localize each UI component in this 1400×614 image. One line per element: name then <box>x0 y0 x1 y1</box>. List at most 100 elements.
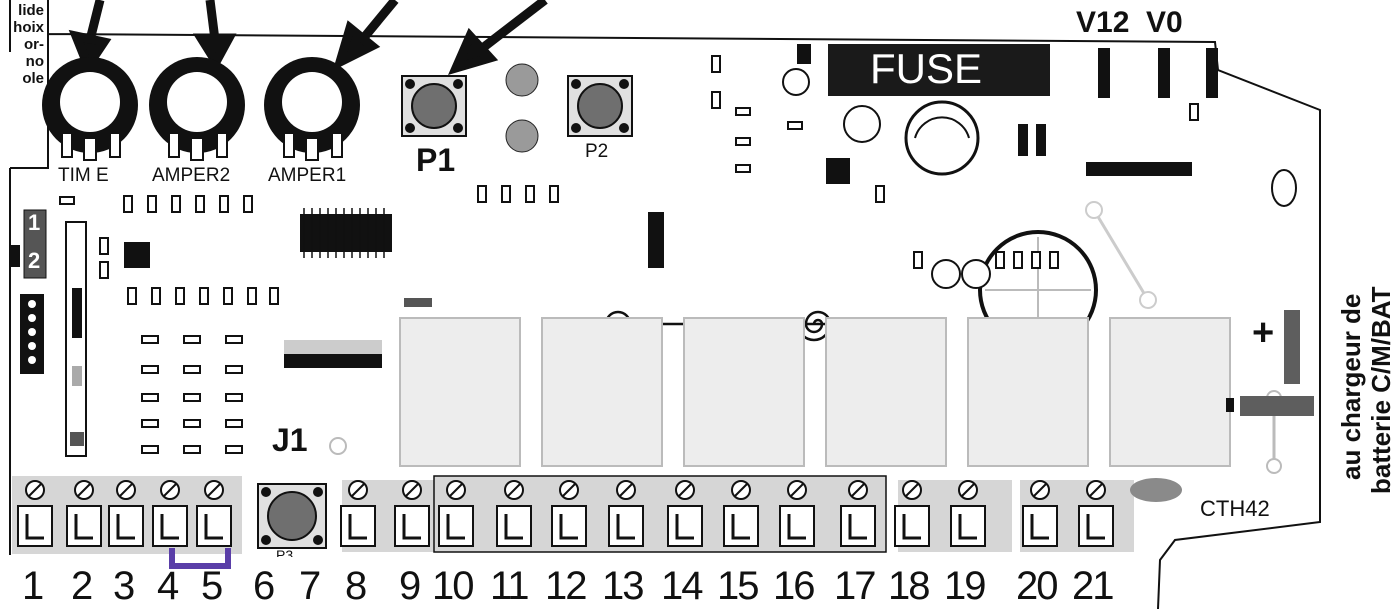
battery-caption-line-2: batterie C/M/BAT <box>1366 286 1396 494</box>
terminal-number-20: 20 <box>1016 564 1058 608</box>
battery-minus-wire <box>1240 396 1314 416</box>
terminal-screw-slot <box>28 483 42 497</box>
terminal-clamp <box>340 505 376 547</box>
terminal-clamp-mark <box>559 514 578 540</box>
terminal-clamp-mark <box>731 514 750 540</box>
callout-line-3: or- <box>24 36 44 53</box>
terminal-clamp <box>840 505 876 547</box>
terminal-number-8: 8 <box>345 564 367 608</box>
button-p1-label: P1 <box>416 142 456 178</box>
terminal-screw-slot <box>562 483 576 497</box>
terminal-clamp <box>667 505 703 547</box>
trimmer-label-amper1: AMPER1 <box>268 165 347 186</box>
terminal-clamp <box>950 505 986 547</box>
terminal-screw-slot <box>207 483 221 497</box>
battery-plus-label: + <box>1252 312 1275 354</box>
terminal-number-18: 18 <box>888 564 930 608</box>
terminal-clamp <box>394 505 430 547</box>
fuse-body <box>828 44 1050 96</box>
callout-line-4: no <box>25 53 44 70</box>
terminal-clamp-mark <box>160 514 179 540</box>
jumper-block <box>23 209 47 279</box>
v12-label: V12 <box>1076 6 1130 39</box>
terminal-clamp-mark <box>446 514 465 540</box>
terminal-screw-slot <box>734 483 748 497</box>
button-p2-shape <box>567 75 633 137</box>
terminal-number-15: 15 <box>717 564 759 608</box>
battery-plus-wire <box>1284 310 1300 384</box>
terminal-clamp-mark <box>616 514 635 540</box>
button-p3-label: P3 <box>276 548 294 557</box>
terminal-screw-slot <box>961 483 975 497</box>
terminal-number-9: 9 <box>399 564 421 608</box>
terminal-screw-slot <box>905 483 919 497</box>
terminal-screw-slot <box>77 483 91 497</box>
terminal-clamp <box>1022 505 1058 547</box>
terminal-clamp-mark <box>848 514 867 540</box>
terminal-number-13: 13 <box>602 564 644 608</box>
main-ic <box>300 214 392 252</box>
terminal-clamp <box>608 505 644 547</box>
v0-label: V0 <box>1146 6 1183 39</box>
terminal-clamp <box>1078 505 1114 547</box>
terminal-clamp <box>894 505 930 547</box>
battery-caption-line-1: au chargeur de <box>1336 293 1366 480</box>
relays <box>399 317 1231 467</box>
terminal-clamp <box>196 505 232 547</box>
callout-arrows <box>68 0 548 76</box>
callout-line-2: hoix <box>13 19 44 36</box>
led-bottom <box>505 119 539 153</box>
terminal-number-6: 6 <box>253 564 275 608</box>
terminal-number-5: 5 <box>201 564 223 608</box>
terminal-screw-slot <box>678 483 692 497</box>
jumper-j1-label: J1 <box>272 422 308 458</box>
terminal-screw-slot <box>449 483 463 497</box>
jumper-label-1: 1 <box>28 210 41 235</box>
terminal-screw-slot <box>119 483 133 497</box>
jumper-label-2: 2 <box>28 248 41 273</box>
terminal-number-21: 21 <box>1072 564 1114 608</box>
terminal-clamp-mark <box>25 514 44 540</box>
terminal-screw-slot <box>507 483 521 497</box>
terminal-screw-slot <box>619 483 633 497</box>
terminal-number-2: 2 <box>71 564 93 608</box>
terminal-clamp-mark <box>204 514 223 540</box>
terminal-screw-slot <box>1089 483 1103 497</box>
terminal-clamp-mark <box>504 514 523 540</box>
trimmer-label-tim-e: TIM E <box>58 165 109 186</box>
button-p2-label: P2 <box>585 141 609 162</box>
trimmer-amper2 <box>149 57 245 161</box>
callout-line-1: lide <box>18 2 44 19</box>
terminal-clamp <box>496 505 532 547</box>
terminal-number-14: 14 <box>661 564 703 608</box>
fuse-label: FUSE <box>870 45 983 92</box>
terminal-clamp-mark <box>787 514 806 540</box>
board-outline <box>9 0 1321 610</box>
button-p1-shape <box>401 75 467 137</box>
trimmer-tim-e <box>42 57 138 161</box>
terminal-clamp-mark <box>116 514 135 540</box>
trimmer-label-amper2: AMPER2 <box>152 165 231 186</box>
terminal-screw-slot <box>405 483 419 497</box>
terminal-clamp-mark <box>74 514 93 540</box>
terminal-number-16: 16 <box>773 564 815 608</box>
terminal-number-7: 7 <box>299 564 321 608</box>
terminal-clamp <box>551 505 587 547</box>
battery-caption: au chargeur de batterie C/M/BAT <box>1330 100 1398 496</box>
callout-left-text: lide hoix or- no ole <box>8 2 44 87</box>
terminal-number-4: 4 <box>157 564 179 608</box>
trimmer-amper1 <box>264 57 360 161</box>
terminal-screw-slot <box>163 483 177 497</box>
terminal-clamp-mark <box>902 514 921 540</box>
terminal-clamp <box>779 505 815 547</box>
terminal-clamp-mark <box>958 514 977 540</box>
terminal-number-1: 1 <box>22 564 44 608</box>
capacitor-medium <box>904 100 980 176</box>
terminal-clamp-mark <box>402 514 421 540</box>
terminal-number-12: 12 <box>545 564 587 608</box>
model-label: CTH42 <box>1200 496 1270 521</box>
callout-line-5: ole <box>22 70 44 87</box>
terminal-clamp <box>108 505 144 547</box>
terminal-clamp <box>438 505 474 547</box>
terminal-clamp <box>66 505 102 547</box>
